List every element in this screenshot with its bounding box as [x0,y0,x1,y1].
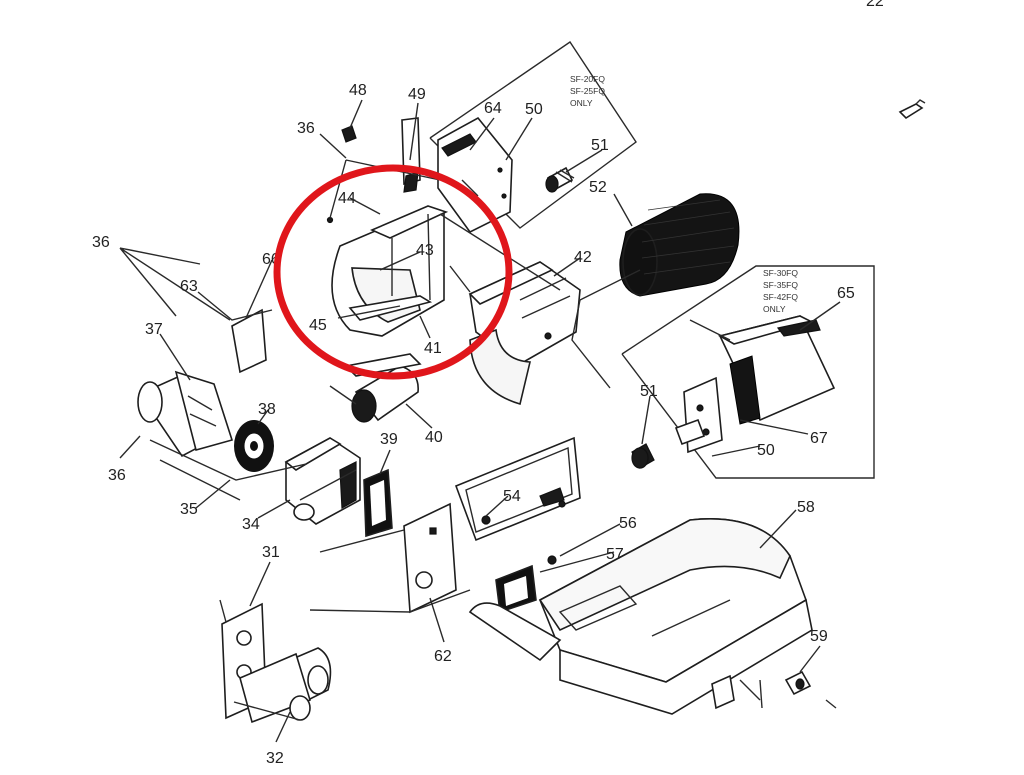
callout-42: 42 [574,249,592,266]
top-box-note-3: ONLY [570,98,593,108]
part-48-nut [341,125,357,143]
right-box-note-3: SF-42FQ [763,292,798,302]
part-52-filter-drum [619,193,740,297]
callout-63: 63 [180,278,198,295]
callout-40: 40 [425,429,443,446]
part-56-screw [547,555,557,565]
callout-43: 43 [416,242,434,259]
callout-54: 54 [503,488,521,505]
orientation-arrow-icon [898,99,926,120]
callout-58: 58 [797,499,815,516]
callout-51-top: 51 [591,137,609,154]
optional-kit-box-right: SF-30FQ SF-35FQ SF-42FQ ONLY [621,265,875,479]
part-32-tubes [239,647,332,724]
page-number: 22 [866,0,884,10]
callout-67: 67 [810,430,828,447]
callout-51-right: 51 [640,383,658,400]
callout-41: 41 [424,340,442,357]
parts-41-45-blower-housing [326,205,449,337]
callout-50-top: 50 [525,101,543,118]
callout-44: 44 [338,190,356,207]
part-58-heat-exchanger [468,518,813,715]
callout-labels: 48 49 36 64 50 51 52 44 43 42 36 66 63 6… [92,82,855,767]
callout-35: 35 [180,501,198,518]
optional-kit-box-top: SF-20FQ SF-25FQ ONLY [429,41,637,234]
callout-59: 59 [810,628,828,645]
part-62-front-panel [403,502,457,614]
part-59-fitting [784,670,812,696]
callout-52: 52 [589,179,607,196]
callout-32: 32 [266,750,284,767]
right-box-note-1: SF-30FQ [763,268,798,278]
callout-49: 49 [408,86,426,103]
part-34-valve-housing [284,437,361,525]
callout-45: 45 [309,317,327,334]
callout-48: 48 [349,82,367,99]
callout-57: 57 [606,546,624,563]
callout-31: 31 [262,544,280,561]
part-39-gasket [363,468,393,538]
callout-34: 34 [242,516,260,533]
leader-lines [119,99,841,743]
top-box-note-2: SF-25FQ [570,86,605,96]
callout-56: 56 [619,515,637,532]
callout-37: 37 [145,321,163,338]
callout-38: 38 [258,401,276,418]
part-57-gasket [495,564,537,614]
callout-36-top: 36 [297,120,315,137]
callout-50-right: 50 [757,442,775,459]
callout-39: 39 [380,431,398,448]
right-box-note-4: ONLY [763,304,786,314]
part-38-fan-wheel [234,420,274,472]
callout-36-left: 36 [92,234,110,251]
callout-64: 64 [484,100,502,117]
top-box-note-1: SF-20FQ [570,74,605,84]
highlight-circle [273,164,513,380]
callout-62: 62 [434,648,452,665]
callout-36-bottom: 36 [108,467,126,484]
right-box-note-2: SF-35FQ [763,280,798,290]
part-51-top [545,166,575,193]
part-37-burner-tube [137,370,234,458]
callout-65: 65 [837,285,855,302]
part-40-motor [344,353,422,423]
